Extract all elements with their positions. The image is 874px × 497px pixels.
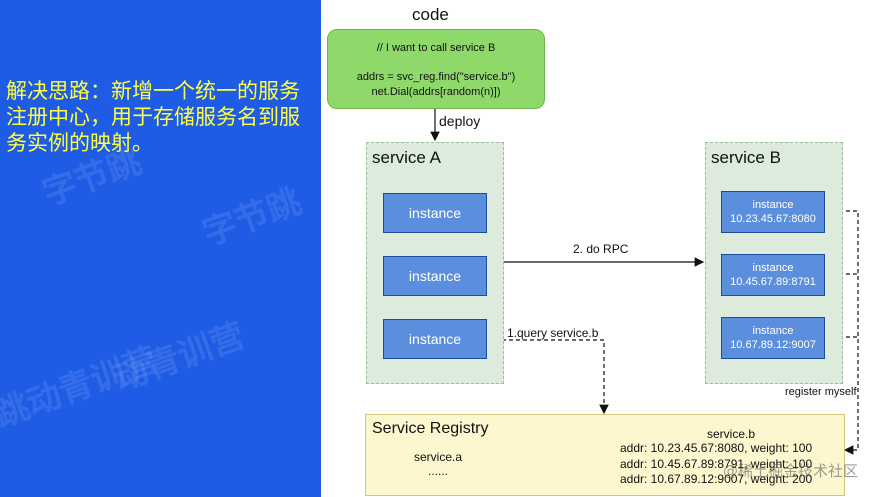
code-title: code — [412, 5, 449, 24]
service-b-instance: instance 10.67.89.12:9007 — [721, 317, 825, 359]
instance-addr: 10.45.67.89:8791 — [730, 276, 816, 288]
registry-service-b: service.b — [707, 427, 756, 441]
rpc-label: 2. do RPC — [573, 242, 629, 256]
instance-label: instance — [752, 199, 794, 211]
service-a-instance: instance — [383, 256, 487, 296]
deploy-label: deploy — [439, 113, 481, 129]
query-arrow — [502, 339, 609, 415]
registry-service-a: service.a — [414, 450, 463, 464]
instance-label: instance — [752, 325, 794, 337]
registry-title: Service Registry — [372, 420, 489, 437]
registry-entry: addr: 10.45.67.89:8791, weight: 100 — [620, 457, 813, 471]
code-line-2: net.Dial(addrs[random(n)]) — [371, 86, 501, 98]
code-line-1: addrs = svc_reg.find("service.b") — [356, 71, 516, 83]
footer-watermark: @稀土掘金技术社区 — [722, 462, 858, 480]
solution-text: 解决思路：新增一个统一的服务注册中心，用于存储服务名到服务实例的映射。 — [6, 79, 300, 155]
service-a-instance: instance — [383, 193, 487, 233]
query-label: 1.query service.b — [507, 326, 599, 340]
register-label: register myself — [785, 386, 857, 398]
service-b-instance: instance 10.23.45.67:8080 — [721, 191, 825, 233]
instance-addr: 10.67.89.12:9007 — [730, 339, 816, 351]
registry-ellipsis: ...... — [428, 464, 449, 478]
service-registry-box — [365, 414, 845, 496]
code-box: // I want to call service B addrs = svc_… — [327, 29, 545, 109]
left-panel: 字节跳 跳动青训营 字节跳 动青训营 解决思路：新增一个统一的服务注册中心，用于… — [0, 0, 321, 497]
registry-entry: addr: 10.23.45.67:8080, weight: 100 — [620, 441, 813, 455]
instance-label: instance — [752, 262, 794, 274]
service-a-title: service A — [372, 148, 441, 167]
service-b-instance: instance 10.45.67.89:8791 — [721, 254, 825, 296]
service-a-instance: instance — [383, 319, 487, 359]
instance-addr: 10.23.45.67:8080 — [730, 213, 816, 225]
code-comment: // I want to call service B — [376, 42, 496, 54]
service-b-title: service B — [711, 148, 781, 167]
registry-entry: addr: 10.67.89.12:9007, weight: 200 — [620, 472, 813, 486]
